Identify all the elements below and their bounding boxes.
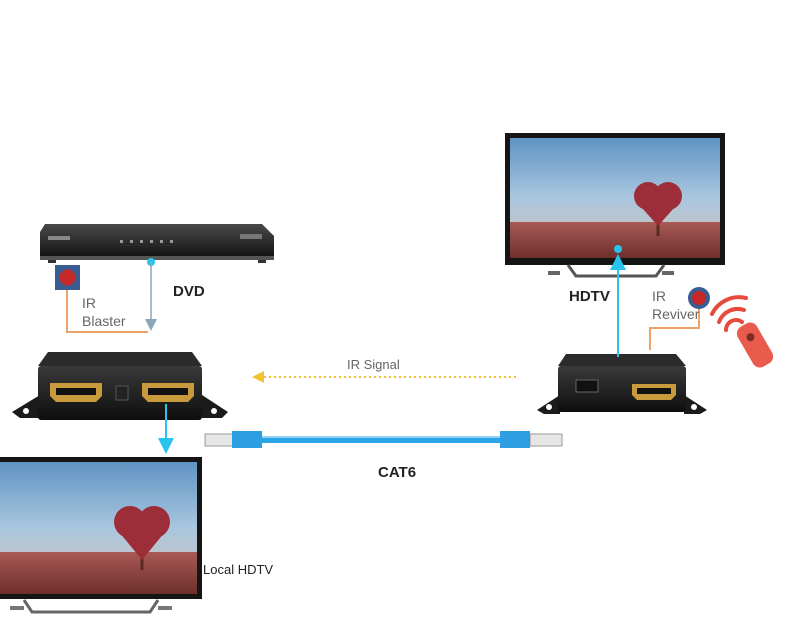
dvd-label: DVD — [173, 283, 205, 300]
remote-hdtv — [505, 133, 725, 278]
ir-receiver-label-line2: Reviver — [652, 306, 700, 322]
ir-blaster-label-line1: IR — [82, 295, 96, 311]
rj45-connector-icon — [500, 431, 563, 448]
local-hdtv-label: Local HDTV — [203, 562, 274, 577]
dvd-player-icon — [40, 224, 274, 263]
transmitter-box — [12, 352, 228, 420]
cat6-label: CAT6 — [378, 464, 417, 481]
ir-blaster-label-line2: Blaster — [82, 313, 126, 329]
hdmi-port-icon — [632, 384, 676, 400]
ir-receiver-label-line1: IR — [652, 288, 666, 304]
local-hdtv — [0, 457, 202, 614]
ir-waves-icon — [710, 295, 748, 332]
ir-signal-label: IR Signal — [347, 357, 400, 372]
hdmi-port-icon — [50, 383, 102, 402]
remote-control-icon — [736, 322, 774, 368]
cat6-cable — [204, 431, 563, 448]
rj45-connector-icon — [204, 431, 262, 448]
receiver-box — [537, 354, 707, 414]
hdmi-port-icon — [142, 383, 194, 402]
hdtv-label: HDTV — [569, 288, 610, 305]
